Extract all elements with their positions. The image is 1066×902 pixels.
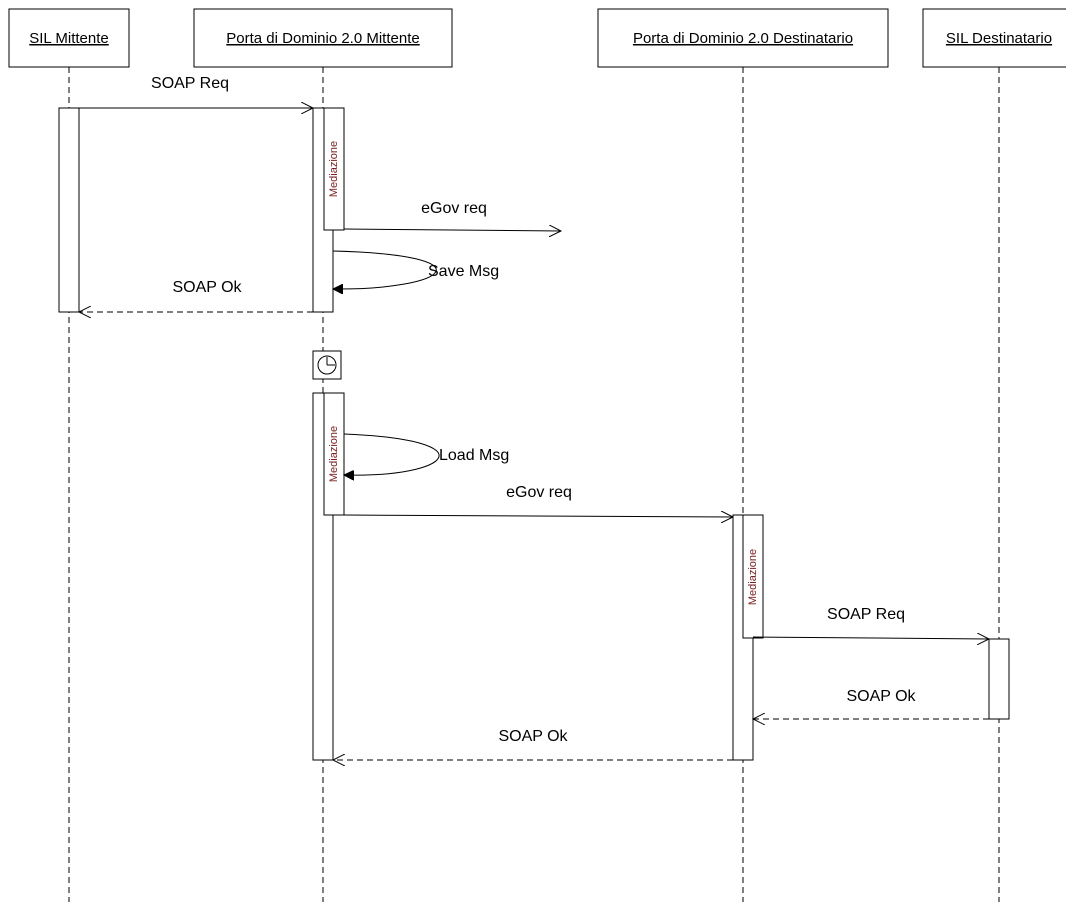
- message-label: SOAP Ok: [498, 728, 568, 745]
- activation-sil-mittente: [58, 107, 80, 313]
- message-label: Load Msg: [439, 447, 509, 464]
- message-label: SOAP Ok: [846, 688, 916, 705]
- message-label: Save Msg: [428, 263, 499, 280]
- activation-sil-destinatario: [988, 638, 1010, 720]
- message-label: eGov req: [421, 200, 487, 217]
- actor-pdd-mittente: Porta di Dominio 2.0 Mittente: [193, 8, 453, 68]
- message-label: SOAP Ok: [172, 279, 242, 296]
- message-label: SOAP Req: [151, 75, 229, 92]
- mediazione-label: Mediazione: [747, 549, 759, 605]
- clock-icon: [312, 350, 342, 380]
- actor-pdd-destinatario: Porta di Dominio 2.0 Destinatario: [597, 8, 889, 68]
- message-label: eGov req: [506, 484, 572, 501]
- mediazione-label: Mediazione: [328, 426, 340, 482]
- message-egov-req-2: [343, 515, 733, 517]
- actor-label: SIL Destinatario: [946, 30, 1052, 47]
- message-load-msg: [344, 433, 440, 475]
- message-save-msg: [333, 250, 437, 289]
- activation-mediazione-3: [742, 514, 764, 639]
- activation-mediazione-2: [323, 392, 345, 516]
- actor-sil-mittente: SIL Mittente: [8, 8, 130, 68]
- mediazione-label: Mediazione: [328, 141, 340, 197]
- actor-label: SIL Mittente: [29, 30, 108, 47]
- message-egov-req-1: [343, 229, 561, 231]
- actor-label: Porta di Dominio 2.0 Destinatario: [633, 30, 853, 47]
- message-label: SOAP Req: [827, 606, 905, 623]
- activation-mediazione-1: [323, 107, 345, 231]
- message-soap-req-2: [752, 637, 989, 639]
- actor-sil-destinatario: SIL Destinatario: [922, 8, 1066, 68]
- actor-label: Porta di Dominio 2.0 Mittente: [226, 30, 419, 47]
